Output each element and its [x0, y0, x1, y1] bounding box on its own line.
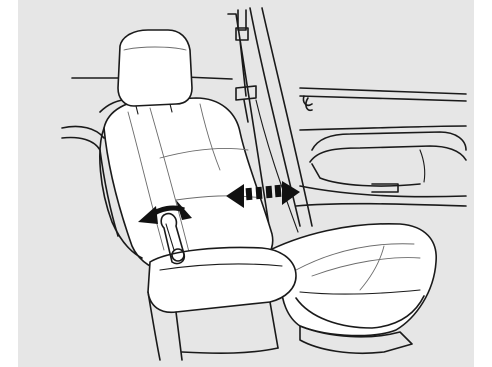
headrest	[118, 30, 192, 106]
frame-left	[0, 0, 18, 367]
frame-right	[474, 0, 492, 367]
